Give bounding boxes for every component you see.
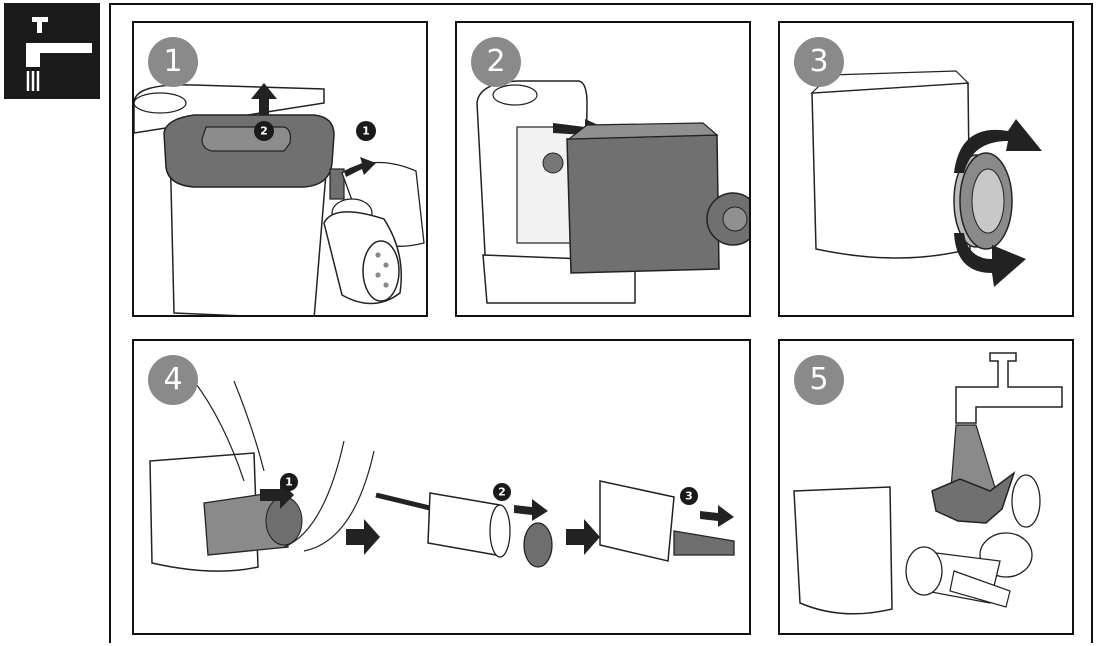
step-4-panel: 4 1 2 3: [132, 339, 751, 635]
step-number-badge: 1: [148, 37, 198, 87]
step-4-illustration: [149, 380, 735, 572]
tap-water-icon: [4, 3, 100, 99]
step-1-illustration: [134, 83, 425, 315]
step-2-illustration: [476, 80, 749, 304]
step-number-badge: 2: [471, 37, 521, 87]
step-number-badge: 3: [794, 37, 844, 87]
step-number-badge: 4: [148, 355, 198, 405]
step-1-panel: 1 2 1: [132, 21, 428, 317]
step-2-panel: 2: [455, 21, 751, 317]
step-5-illustration: [793, 352, 1063, 615]
step-number-badge: 5: [794, 355, 844, 405]
step-3-panel: 3: [778, 21, 1074, 317]
step-5-panel: 5: [778, 339, 1074, 635]
step-3-illustration: [810, 70, 1042, 287]
instructions-frame: [109, 3, 1093, 643]
